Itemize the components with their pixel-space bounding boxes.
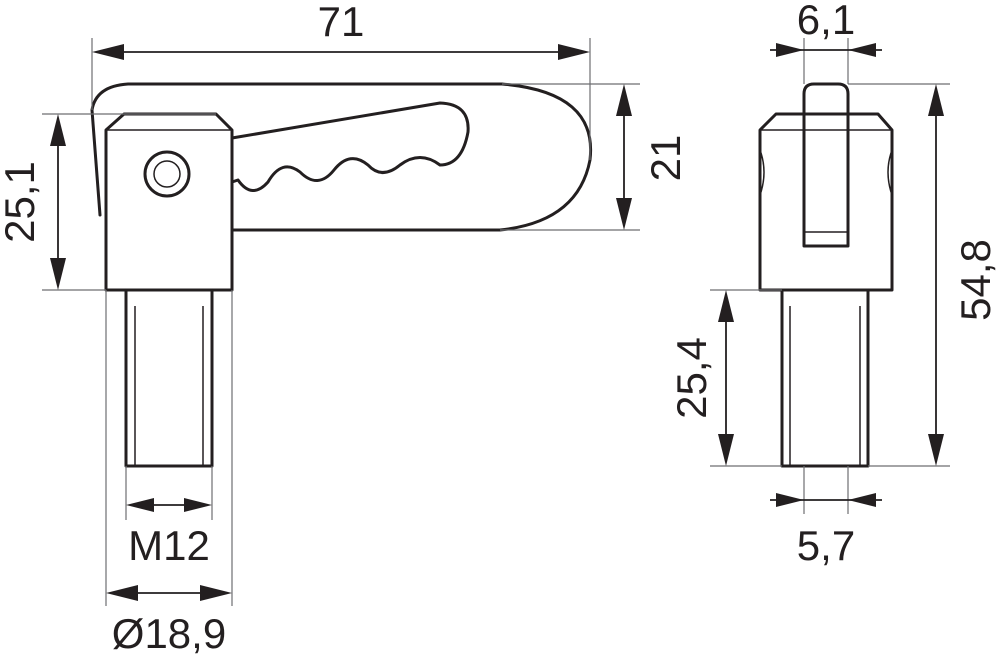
front-view xyxy=(758,82,894,468)
pivot-pin-outer xyxy=(143,150,191,198)
head-height-label: 25,1 xyxy=(0,161,43,243)
overall-height-label: 54,8 xyxy=(952,239,999,321)
dimension-diameter: Ø18,9 xyxy=(105,290,233,657)
front-side-bulge-right xyxy=(887,149,893,196)
lever-outline xyxy=(90,82,593,232)
side-view xyxy=(90,82,593,468)
lever-width-label: 6,1 xyxy=(797,0,855,43)
front-lever xyxy=(802,82,850,248)
lever-slot xyxy=(230,101,470,192)
dimension-thread: M12 xyxy=(125,466,213,569)
thread-label: M12 xyxy=(128,522,210,569)
lever-height-label: 21 xyxy=(642,135,689,182)
front-stud xyxy=(780,288,870,468)
diameter-label: Ø18,9 xyxy=(112,610,226,657)
head-block xyxy=(104,112,234,292)
pivot-pin-inner xyxy=(153,160,181,188)
dimension-lever-width: 6,1 xyxy=(770,0,882,84)
dimension-overall-length: 71 xyxy=(91,0,591,160)
stud-length-label: 25,4 xyxy=(668,337,715,419)
threaded-stud xyxy=(124,288,214,468)
dimension-overall-height: 54,8 xyxy=(848,83,999,467)
stud-width-label: 5,7 xyxy=(797,522,855,569)
front-side-bulge-left xyxy=(759,149,765,196)
dimension-lever-height: 21 xyxy=(500,83,689,231)
front-body xyxy=(758,112,894,292)
dimension-head-height: 25,1 xyxy=(0,113,216,291)
dimension-stud-length: 25,4 xyxy=(668,289,782,467)
overall-length-label: 71 xyxy=(318,0,365,45)
dimension-stud-width: 5,7 xyxy=(770,466,882,569)
